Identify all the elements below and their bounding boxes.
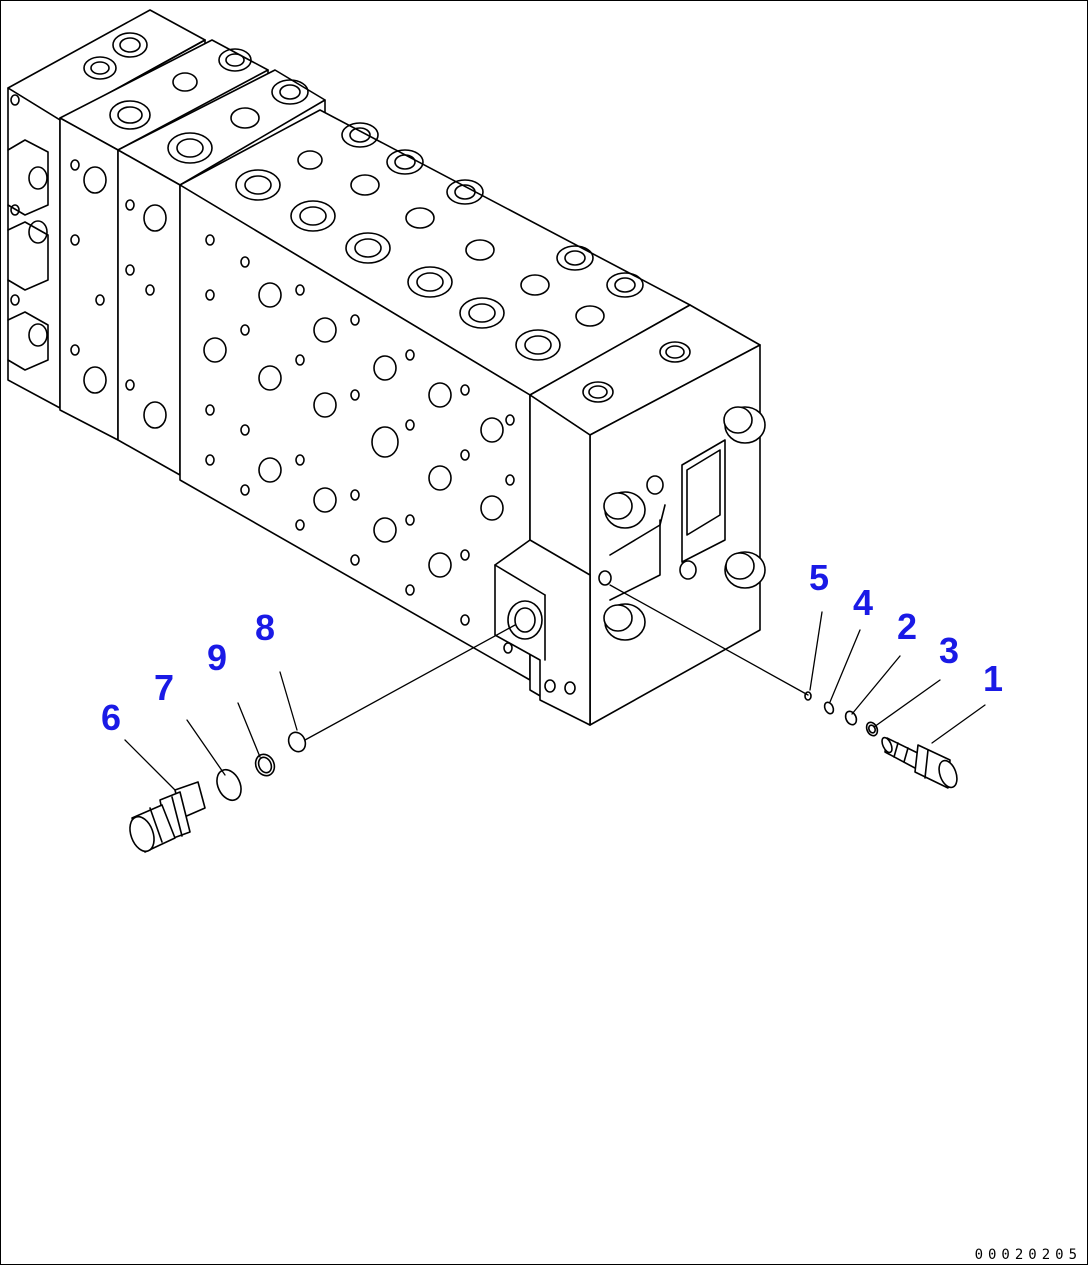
side-bracket	[494, 539, 591, 726]
part-7-o-ring	[216, 768, 242, 802]
valve-section-rear-1	[7, 9, 206, 409]
plug-top-right	[723, 406, 766, 444]
callout-2: 2	[896, 606, 918, 647]
callout-7: 7	[153, 667, 175, 708]
callout-4: 4	[852, 582, 874, 623]
top-ports	[83, 32, 644, 361]
drawing-code: 00020205	[974, 1247, 1082, 1263]
part-9-backup-ring	[254, 753, 276, 777]
part-4-o-ring	[823, 701, 835, 715]
callout-3: 3	[938, 630, 960, 671]
control-valve-body	[7, 9, 766, 726]
rear-face-detail	[7, 139, 49, 371]
callout-5: 5	[808, 557, 830, 598]
callout-9: 9	[206, 637, 228, 678]
part-3-backup-ring	[865, 721, 879, 737]
plug-mid-right	[724, 551, 766, 589]
part-2-o-ring	[844, 710, 858, 726]
callout-6: 6	[100, 697, 122, 738]
callout-8: 8	[254, 607, 276, 648]
callout-1: 1	[982, 658, 1004, 699]
valve-section-rear-3	[117, 69, 326, 476]
plug-left-upper	[603, 491, 646, 529]
part-8-o-ring	[287, 731, 307, 753]
leader-lines	[124, 584, 986, 796]
plug-left-lower	[603, 603, 646, 641]
part-5-ring	[804, 691, 812, 701]
part-1-valve	[881, 736, 958, 789]
side-face-holes	[10, 94, 515, 626]
part-6-plug	[129, 781, 206, 853]
